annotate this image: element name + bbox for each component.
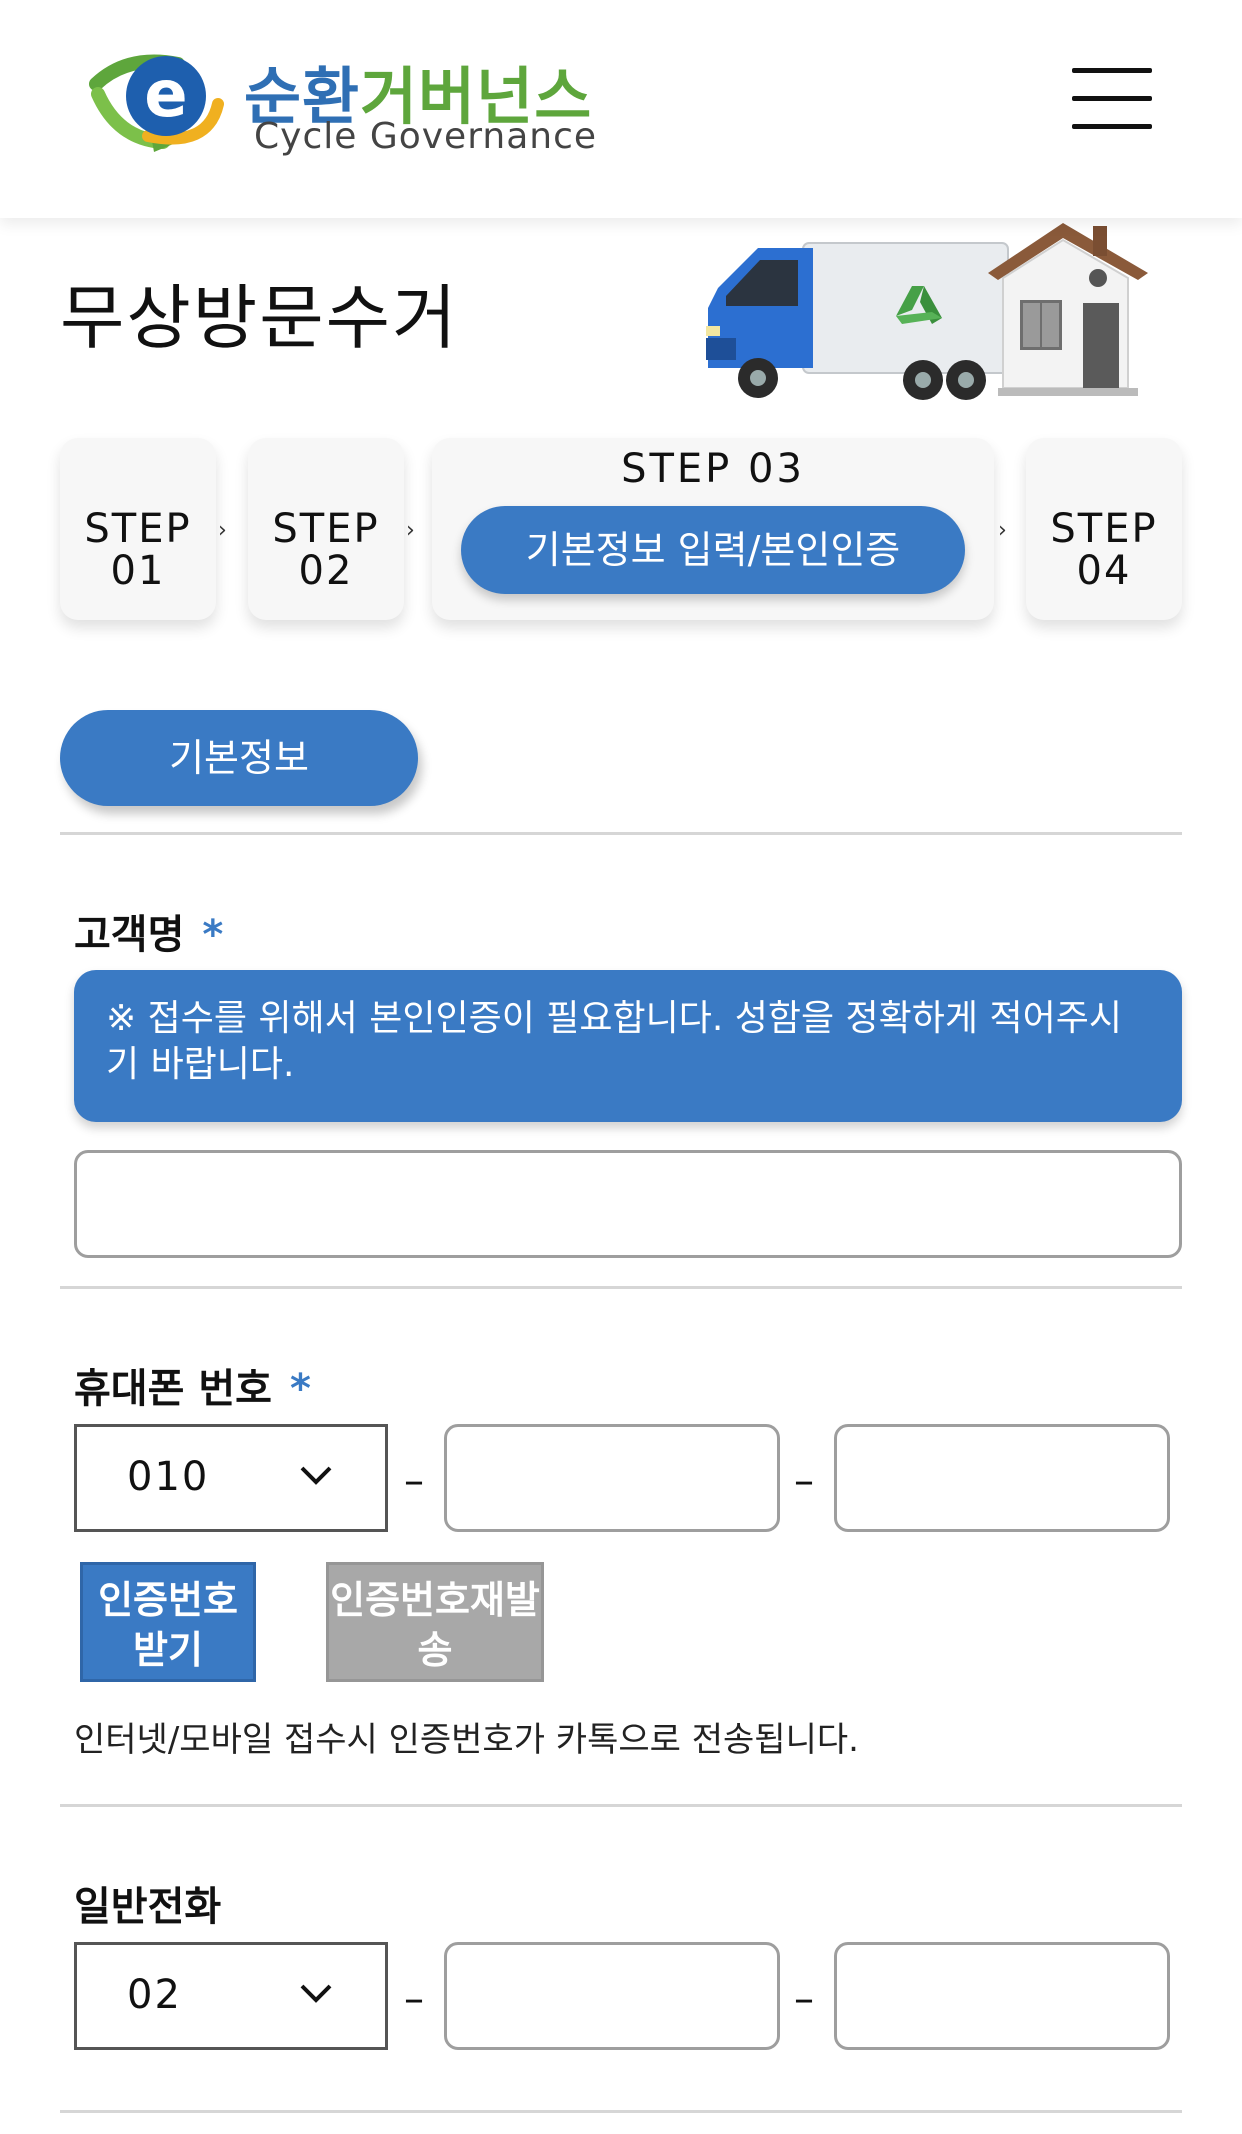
- landline-dash-1: –: [404, 1976, 424, 2022]
- landline-dash-2: –: [794, 1976, 814, 2022]
- hamburger-menu-icon[interactable]: [1072, 68, 1152, 130]
- landline-prefix-select[interactable]: 02: [74, 1942, 388, 2050]
- step-02: STEP 02: [248, 438, 404, 620]
- site-logo[interactable]: e 순환거버넌스 Cycle Governance: [88, 44, 608, 164]
- step-04: STEP 04: [1026, 438, 1182, 620]
- chevron-right-icon: ›: [406, 518, 415, 543]
- mobile-prefix-value: 010: [127, 1454, 210, 1500]
- resend-verification-code-button[interactable]: 인증번호재발송: [326, 1562, 544, 1682]
- landline-last-input[interactable]: [834, 1942, 1170, 2050]
- mobile-dash-2: –: [794, 1458, 814, 1504]
- step-03-label: 기본정보 입력/본인인증: [461, 506, 965, 594]
- step-03-current: STEP 03 기본정보 입력/본인인증: [432, 438, 994, 620]
- landline-label: 일반전화: [74, 1884, 222, 1930]
- logo-title-part2: 거버넌스: [360, 60, 593, 133]
- verification-hint: 인터넷/모바일 접수시 인증번호가 카톡으로 전송됩니다.: [74, 1720, 859, 1760]
- step-03-title: STEP 03: [621, 446, 805, 492]
- mobile-dash-1: –: [404, 1458, 424, 1504]
- step-02-label: STEP: [272, 506, 380, 552]
- truck-and-house-illustration: [706, 223, 1148, 400]
- landline-prefix-value: 02: [127, 1972, 182, 2018]
- page-title: 무상방문수거: [60, 277, 459, 359]
- logo-title-part1: 순환: [244, 60, 361, 133]
- logo-e-icon: e: [89, 54, 224, 152]
- divider: [60, 832, 1182, 835]
- svg-text:e: e: [144, 58, 187, 132]
- step-02-number: 02: [298, 548, 354, 594]
- chevron-right-icon: ›: [998, 518, 1007, 543]
- divider: [60, 1286, 1182, 1289]
- required-mark: *: [289, 1366, 311, 1412]
- chevron-down-icon: [300, 1984, 332, 2003]
- required-mark: *: [202, 912, 224, 958]
- tab-basic-info[interactable]: 기본정보: [60, 710, 418, 806]
- mobile-number-label-text: 휴대폰 번호: [74, 1366, 272, 1412]
- customer-name-input[interactable]: [74, 1150, 1182, 1258]
- customer-name-label: 고객명 *: [74, 902, 223, 960]
- landline-middle-input[interactable]: [444, 1942, 780, 2050]
- step-04-number: 04: [1076, 548, 1132, 594]
- step-01: STEP 01: [60, 438, 216, 620]
- mobile-number-label: 휴대폰 번호 *: [74, 1356, 311, 1414]
- customer-name-label-text: 고객명: [74, 912, 185, 958]
- mobile-last-input[interactable]: [834, 1424, 1170, 1532]
- step-04-label: STEP: [1050, 506, 1158, 552]
- mobile-middle-input[interactable]: [444, 1424, 780, 1532]
- identity-verification-notice: ※ 접수를 위해서 본인인증이 필요합니다. 성함을 정확하게 적어주시기 바랍…: [74, 970, 1182, 1122]
- step-01-label: STEP: [84, 506, 192, 552]
- divider: [60, 2110, 1182, 2113]
- logo-subtitle: Cycle Governance: [254, 116, 598, 157]
- chevron-down-icon: [300, 1466, 332, 1485]
- chevron-right-icon: ›: [218, 518, 227, 543]
- logo-title: 순환거버넌스: [244, 46, 592, 136]
- divider: [60, 1804, 1182, 1807]
- mobile-prefix-select[interactable]: 010: [74, 1424, 388, 1532]
- site-header: e 순환거버넌스 Cycle Governance: [0, 0, 1242, 218]
- get-verification-code-button[interactable]: 인증번호받기: [80, 1562, 256, 1682]
- step-01-number: 01: [110, 548, 166, 594]
